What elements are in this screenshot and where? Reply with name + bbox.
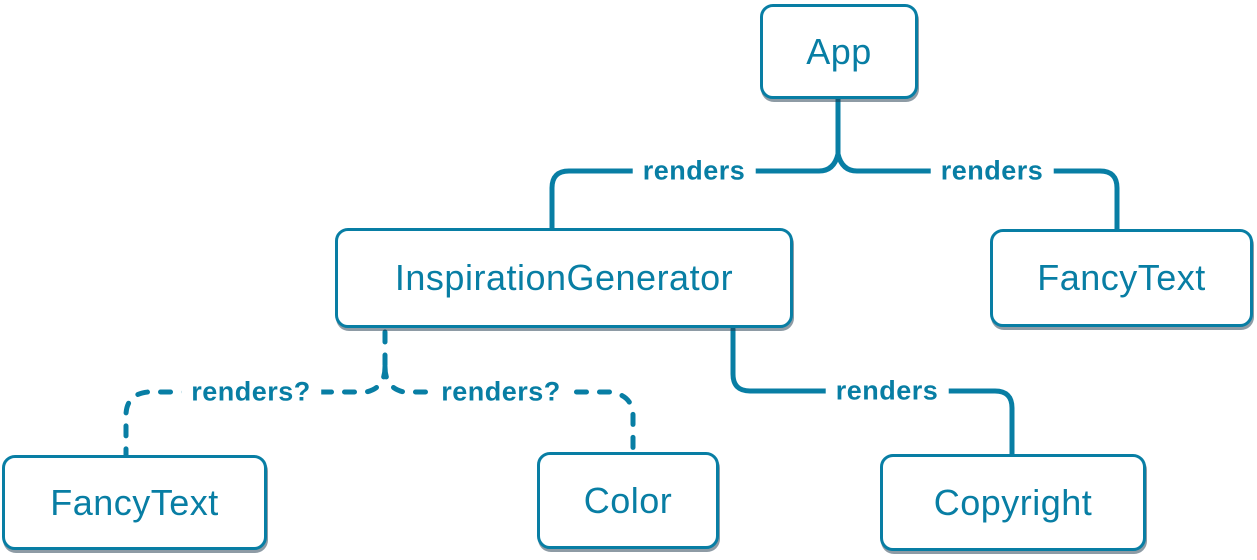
edge-label-inspiration-generator-color: renders? (431, 376, 571, 408)
node-inspiration-generator: InspirationGenerator (335, 228, 793, 328)
edge-label-inspiration-generator-fancy-text-bottom: renders? (181, 376, 321, 408)
node-color: Color (537, 452, 719, 549)
node-copyright: Copyright (880, 454, 1146, 551)
edge-label-app-fancy-text-top: renders (930, 155, 1054, 187)
edge-label-app-inspiration-generator: renders (632, 155, 756, 187)
node-app-label: App (806, 30, 872, 72)
edge-inspiration-generator-color (382, 364, 636, 456)
node-color-label: Color (583, 479, 673, 521)
node-fancy-text-bottom: FancyText (2, 455, 267, 550)
node-fancy-text-bottom-label: FancyText (50, 481, 219, 523)
edge-label-inspiration-generator-copyright: renders (825, 375, 949, 407)
node-copyright-label: Copyright (933, 481, 1093, 523)
node-app: App (760, 4, 918, 99)
node-fancy-text-top-label: FancyText (1037, 257, 1206, 298)
node-fancy-text-top: FancyText (990, 229, 1253, 327)
edge-inspiration-generator-fancy-text-bottom (123, 364, 388, 459)
node-inspiration-generator-label: InspirationGenerator (394, 257, 734, 298)
